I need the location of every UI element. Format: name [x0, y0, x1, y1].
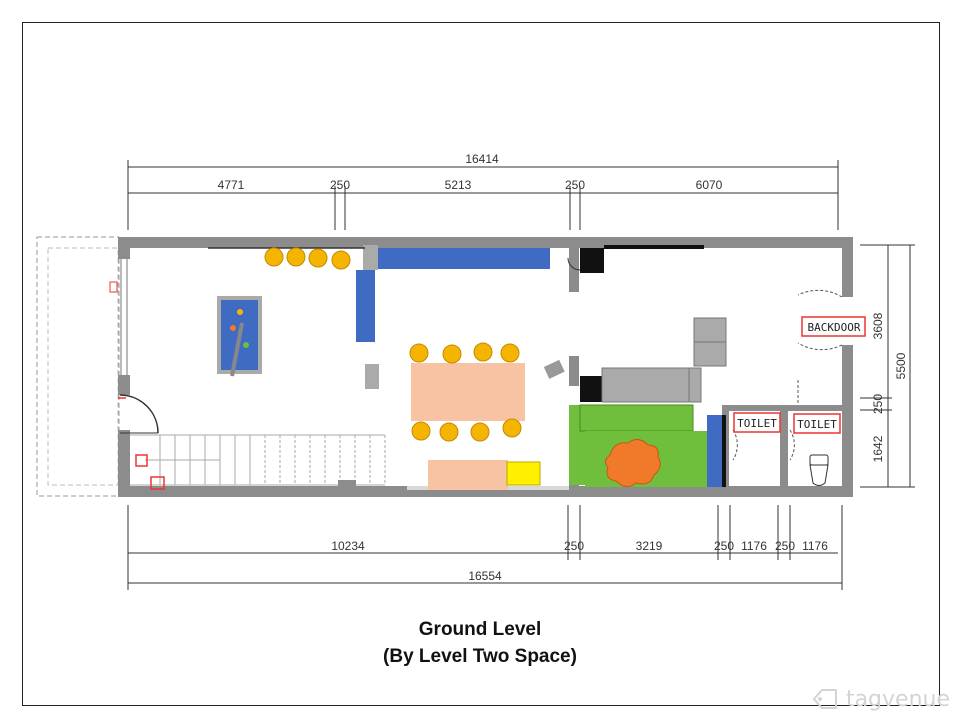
outdoor-terrace-outline — [36, 236, 120, 497]
dim-bottom-seg-7: 1176 — [802, 539, 828, 553]
backdoor-label-box — [801, 316, 866, 337]
front-window — [120, 259, 128, 375]
dim-bottom-seg-4: 250 — [714, 539, 734, 553]
dim-top-seg-4: 250 — [565, 178, 585, 192]
dim-bottom-seg-1: 10234 — [331, 539, 365, 553]
dim-bottom-overall: 16554 — [468, 569, 502, 583]
bar-counter-corner — [363, 245, 378, 270]
watermark-text: tagvenue — [845, 686, 950, 712]
black-fixture-top — [580, 248, 604, 273]
dim-right-overall: 5500 — [894, 352, 908, 379]
low-counter — [428, 460, 508, 490]
dim-right-seg-2: 250 — [871, 394, 885, 414]
kitchen-door-swing — [567, 257, 581, 271]
tagvenue-logo-icon — [812, 689, 837, 709]
dim-bottom-seg-6: 250 — [775, 539, 795, 553]
watermark: tagvenue — [810, 686, 950, 712]
dim-top-seg-3: 5213 — [445, 178, 472, 192]
top-dimensions — [127, 160, 839, 230]
backdoor-label: BACKDOOR — [808, 321, 861, 334]
exit-sign-icon — [109, 281, 118, 293]
cabinet-lower — [693, 341, 727, 367]
plan-caption: Ground Level (By Level Two Space) — [0, 616, 960, 670]
black-fixture-mid — [580, 376, 602, 402]
backdoor-swing-bottom — [797, 342, 843, 351]
dim-top-seg-5: 6070 — [696, 178, 723, 192]
toilet-2-label: TOILET — [797, 418, 837, 431]
front-door-swing — [119, 394, 159, 434]
bottom-dimensions — [127, 505, 843, 590]
toilet-1-label: TOILET — [737, 417, 777, 430]
pillar — [365, 364, 379, 389]
caption-subtitle: (By Level Two Space) — [383, 646, 577, 667]
toilet-2-door-swing — [789, 429, 795, 461]
toilet-2-label-box — [793, 413, 841, 434]
grey-sofa-arm — [688, 367, 702, 403]
side-stool — [543, 359, 565, 379]
dim-bottom-seg-5: 1176 — [741, 539, 767, 553]
round-rug — [604, 439, 661, 487]
staircase — [130, 434, 386, 486]
dim-right-seg-3: 1642 — [871, 435, 885, 462]
floor-vent — [338, 480, 356, 486]
caption-title: Ground Level — [418, 619, 542, 640]
dim-bottom-seg-3: 3219 — [636, 539, 663, 553]
fire-alarm-icon — [150, 476, 165, 490]
dining-table — [411, 363, 525, 421]
toilet-1-door-swing — [732, 429, 738, 461]
pool-table — [217, 296, 262, 377]
bar-counter-top — [378, 248, 550, 269]
dim-top-seg-1: 4771 — [218, 178, 245, 192]
dim-top-seg-2: 250 — [330, 178, 350, 192]
cabinet-upper — [693, 317, 727, 343]
green-sofa-back — [579, 404, 694, 432]
bar-stools-top — [264, 247, 351, 270]
highlight-box — [506, 461, 541, 486]
outdoor-terrace-inner — [47, 247, 119, 486]
grey-sofa — [601, 367, 691, 403]
right-dimensions — [860, 244, 915, 488]
blue-panel — [707, 415, 722, 487]
dim-right-seg-1: 3608 — [871, 312, 885, 339]
dining-chairs — [409, 342, 522, 442]
bar-counter-side — [356, 270, 375, 342]
drawing-frame — [22, 22, 940, 706]
dim-bottom-seg-2: 250 — [564, 539, 584, 553]
back-shelf — [604, 245, 704, 249]
fire-extinguisher-icon — [135, 454, 148, 467]
black-panel-edge — [722, 415, 726, 487]
toilet-1-label-box — [733, 412, 781, 433]
toilet-bowl — [809, 454, 829, 486]
backdoor-swing-top — [797, 289, 843, 298]
dim-top-overall: 16414 — [465, 152, 499, 166]
